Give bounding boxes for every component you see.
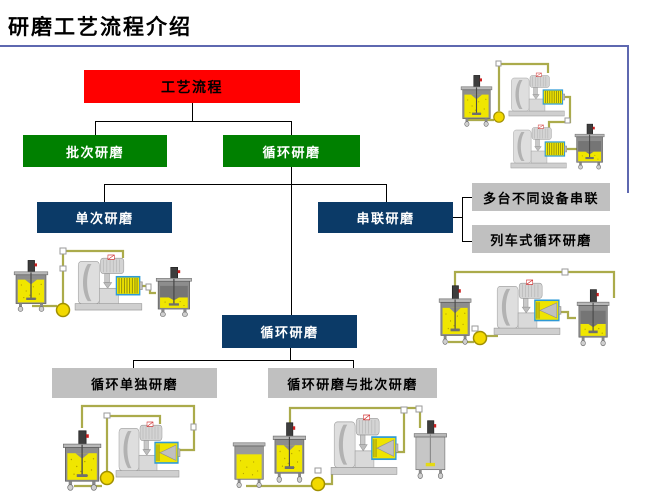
pump-icon — [310, 476, 326, 492]
node-circulation-branch: 循环研磨 — [223, 135, 360, 167]
tank-icon — [13, 259, 49, 312]
tank-icon — [574, 123, 605, 170]
tank-icon — [272, 422, 307, 483]
pump-icon — [99, 470, 115, 486]
tank-icon — [155, 266, 193, 318]
tank-icon — [460, 74, 493, 128]
connector — [104, 184, 386, 185]
connector — [353, 360, 354, 368]
pump-icon — [472, 330, 488, 346]
connector — [192, 103, 193, 121]
page-title: 研磨工艺流程介绍 — [8, 15, 192, 39]
connector — [462, 197, 472, 198]
node-single-grinding: 单次研磨 — [37, 202, 172, 233]
tank-icon — [438, 285, 472, 346]
accent-border-line — [627, 45, 629, 193]
node-circulation-single: 循环单独研磨 — [52, 368, 217, 398]
mill-icon — [493, 279, 562, 336]
tank-icon — [62, 430, 102, 491]
circulation-grinding-illustration — [438, 268, 616, 347]
connector — [291, 121, 292, 135]
mill-icon — [508, 72, 566, 117]
node-circulation-grinding: 循环研磨 — [222, 315, 357, 348]
node-process-flow: 工艺流程 — [84, 70, 300, 103]
connector — [104, 184, 105, 202]
connector — [95, 121, 96, 135]
single-tank-circulation-illustration — [62, 404, 197, 491]
tank-icon — [576, 288, 610, 347]
connector — [133, 360, 354, 361]
title-underline — [0, 45, 629, 47]
mill-icon — [510, 124, 568, 169]
connector — [462, 197, 463, 242]
tank-icon — [413, 420, 448, 480]
tank-icon — [232, 442, 266, 488]
circulation-batch-grinding-illustration — [232, 405, 448, 492]
single-pass-grinding-illustration — [13, 247, 193, 318]
node-train-circulation: 列车式循环研磨 — [472, 225, 610, 253]
mill-icon — [330, 414, 399, 476]
node-series-grinding: 串联研磨 — [318, 202, 453, 233]
mill-icon — [115, 421, 181, 478]
pump-icon — [55, 302, 71, 318]
connector — [386, 184, 387, 202]
connector — [290, 348, 291, 360]
pump-icon — [493, 111, 505, 123]
connector — [453, 217, 462, 218]
mill-icon — [74, 254, 144, 311]
connector — [95, 121, 291, 122]
node-multi-device-series: 多台不同设备串联 — [472, 183, 610, 211]
connector — [291, 167, 292, 315]
series-grinding-illustration — [460, 60, 605, 170]
connector — [133, 360, 134, 368]
connector — [462, 241, 472, 242]
node-circulation-batch: 循环研磨与批次研磨 — [268, 368, 437, 398]
node-batch-grinding: 批次研磨 — [23, 135, 167, 167]
